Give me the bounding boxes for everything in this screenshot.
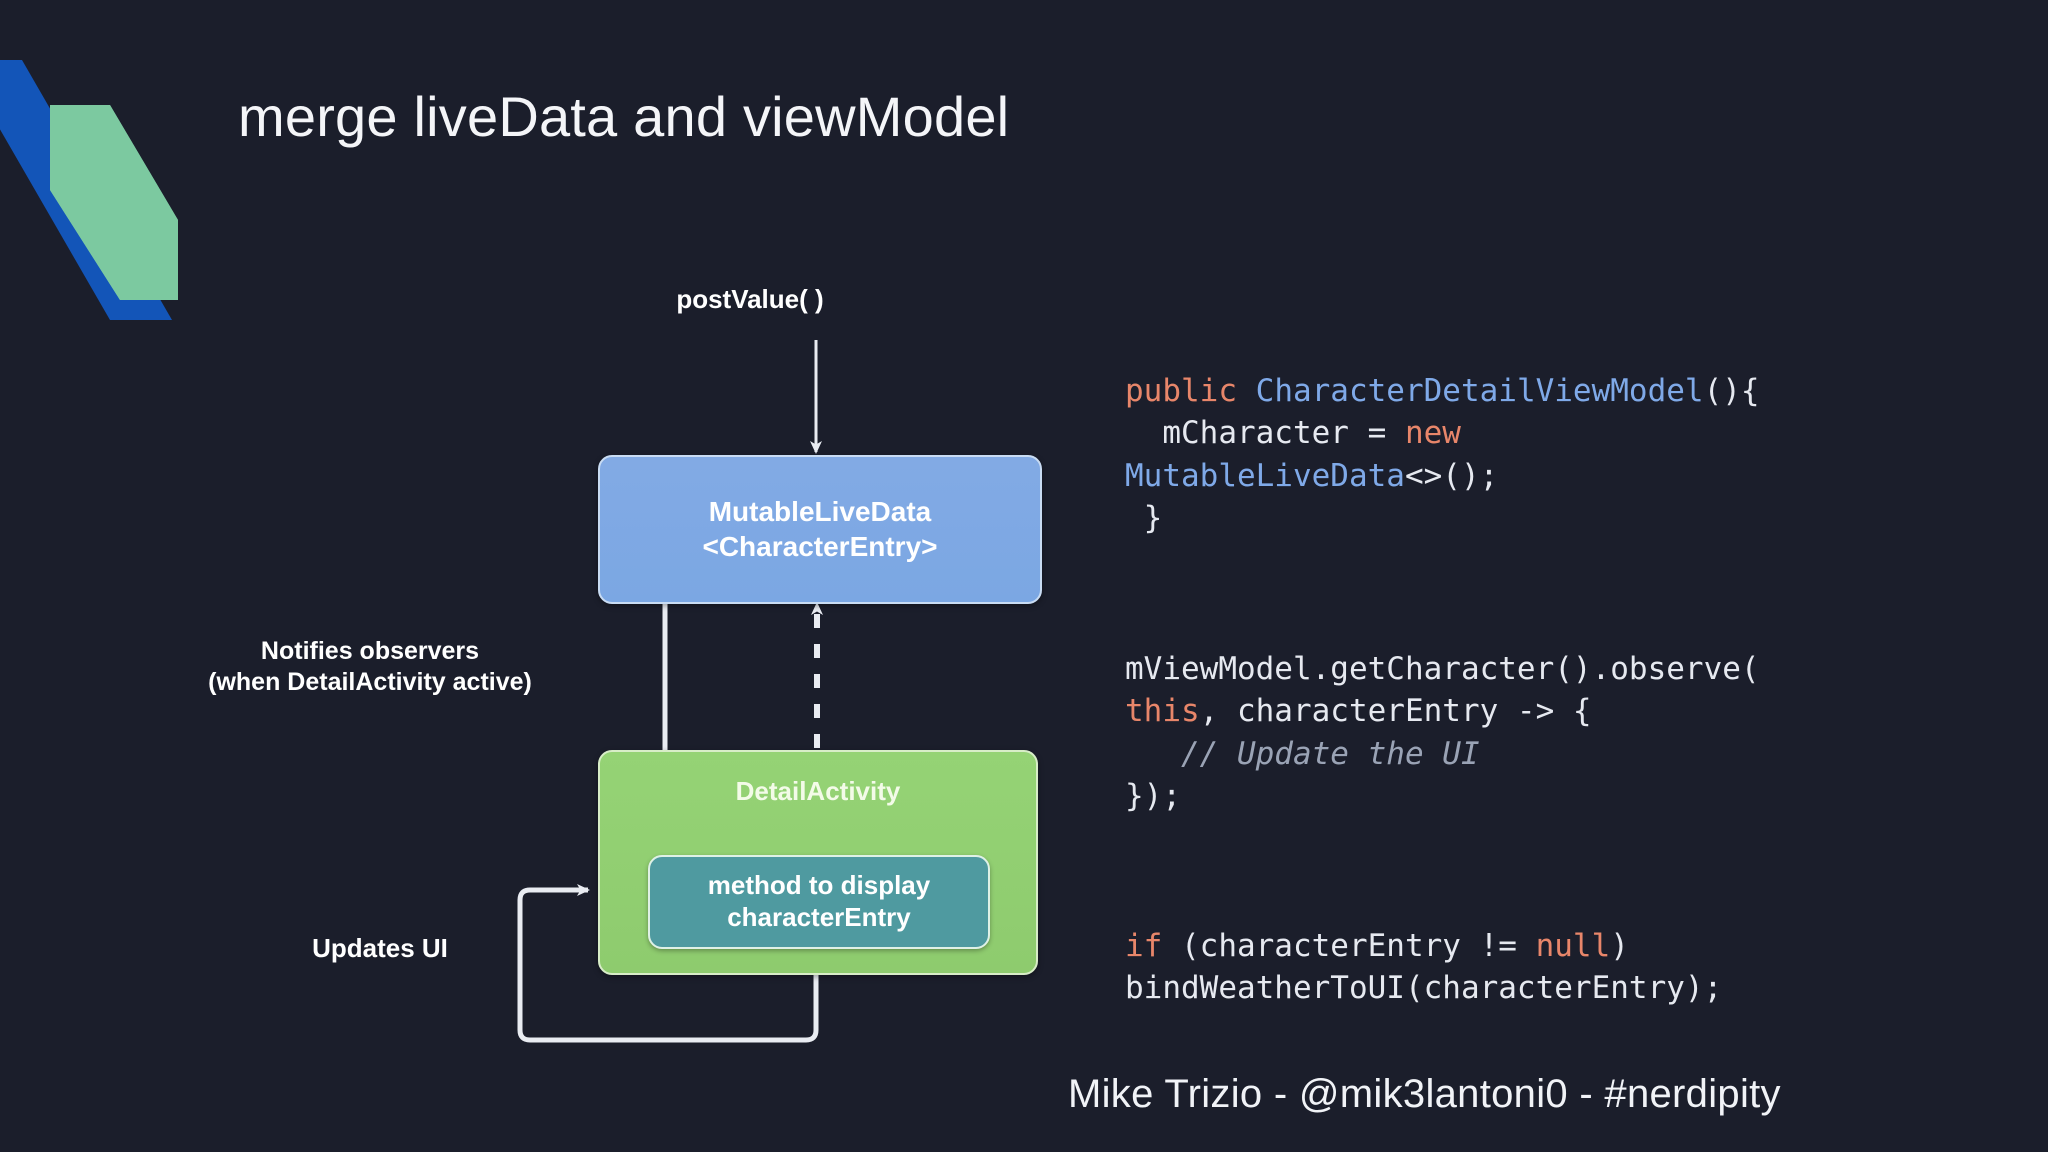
logo-icon	[0, 60, 178, 320]
node-method-line2: characterEntry	[727, 902, 911, 932]
code-block-null-check: if (characterEntry != null) bindWeatherT…	[1125, 925, 1722, 1010]
label-updates-ui: Updates UI	[312, 933, 448, 963]
code-type-mutablelivedata: MutableLiveData	[1125, 457, 1405, 494]
node-method-line1: method to display	[707, 870, 931, 901]
code-text-null-condition: (characterEntry !=	[1162, 928, 1536, 964]
code-text-close-brace: }	[1125, 500, 1163, 537]
code-keyword-if: if	[1125, 928, 1163, 964]
code-block-constructor: public CharacterDetailViewModel(){ mChar…	[1125, 370, 1760, 540]
label-post-value: postValue( )	[676, 284, 824, 314]
code-type-characterdetailviewmodel: CharacterDetailViewModel	[1255, 373, 1704, 409]
code-text-mcharacter-assign: mCharacter =	[1125, 415, 1405, 452]
label-notifies-observers: Notifies observers (when DetailActivity …	[110, 636, 630, 698]
node-detail-activity-title: DetailActivity	[735, 776, 901, 806]
code-text-observe-call: mViewModel.getCharacter().observe(	[1125, 651, 1760, 687]
arrow-updates-ui-loop	[517, 884, 819, 1043]
label-notifies-line1: Notifies observers	[260, 637, 480, 665]
node-method-display-character-entry[interactable]: method to display characterEntry	[648, 855, 990, 949]
architecture-diagram: postValue( ) Notifies observers (when De…	[110, 284, 1042, 1043]
brand-logo	[0, 60, 240, 320]
page-title: merge liveData and viewModel	[238, 85, 1010, 148]
code-text-ctor-tail: (){	[1703, 373, 1760, 409]
code-text-bindweathertoui: bindWeatherToUI(characterEntry);	[1125, 970, 1723, 1007]
node-mutable-live-data[interactable]: MutableLiveData <CharacterEntry>	[598, 455, 1042, 604]
code-comment-update-the-ui: // Update the UI	[1125, 735, 1480, 772]
footer-credit: Mike Trizio - @mik3lantoni0 - #nerdipity	[1068, 1072, 1781, 1116]
code-text-observe-close: });	[1125, 778, 1181, 815]
code-text-diamond-call: <>();	[1404, 457, 1499, 494]
code-keyword-null: null	[1535, 928, 1611, 964]
code-keyword-this: this	[1125, 693, 1200, 730]
node-mutable-live-data-line2: <CharacterEntry>	[702, 530, 938, 562]
code-keyword-public: public	[1125, 373, 1237, 409]
code-block-observe: mViewModel.getCharacter().observe( this,…	[1125, 648, 1760, 818]
label-notifies-line2: (when DetailActivity active)	[208, 668, 532, 696]
code-keyword-new: new	[1404, 415, 1461, 452]
node-mutable-live-data-line1: MutableLiveData	[708, 496, 932, 528]
code-text-if-close-paren: )	[1610, 928, 1629, 964]
code-text-lambda-params: , characterEntry -> {	[1199, 693, 1592, 730]
